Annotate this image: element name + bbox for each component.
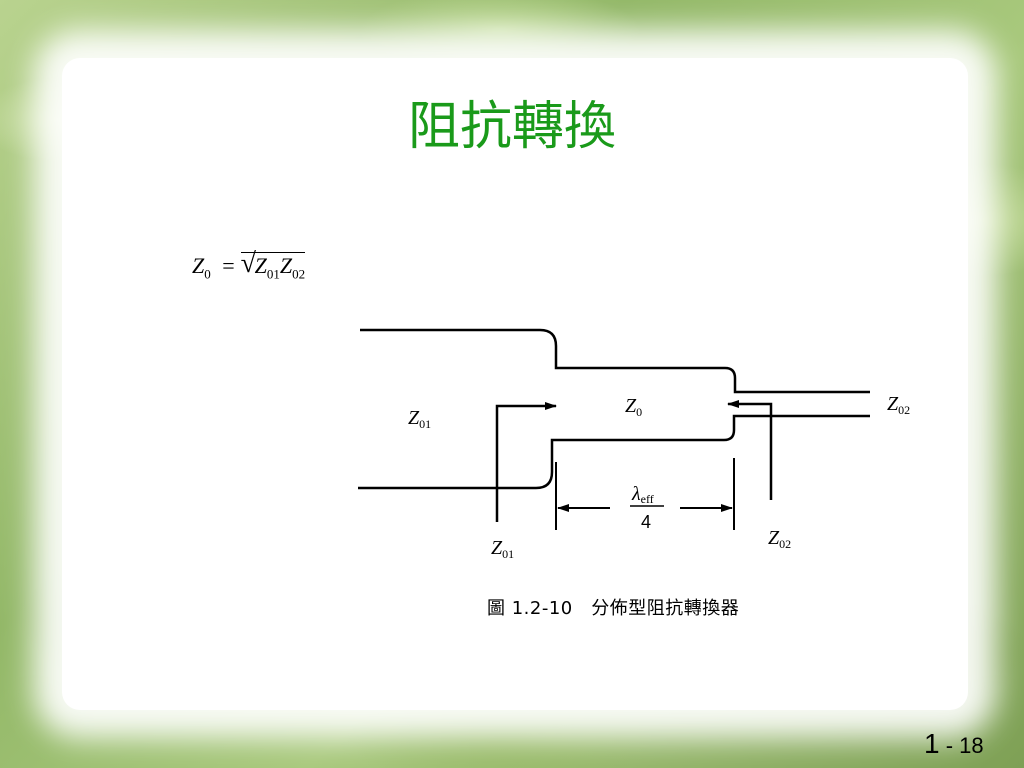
line-top-outline	[360, 328, 870, 394]
lambda-symbol: λ	[631, 483, 641, 505]
svg-text:Z02: Z02	[768, 527, 791, 551]
svg-text:Z0: Z0	[625, 395, 642, 419]
formula-rhs-a: Z	[254, 253, 267, 278]
arrow-left-input	[495, 402, 557, 522]
svg-text:Z01: Z01	[408, 407, 431, 431]
formula-lhs-sub: 0	[204, 266, 211, 282]
lambda-subscript: eff	[641, 492, 654, 506]
sqrt-sign: √Z01Z02	[240, 249, 306, 287]
formula-lhs: Z	[192, 253, 205, 278]
label-z02-right: Z	[887, 393, 899, 415]
line-bottom-outline	[358, 414, 870, 490]
formula-rhs-a-sub: 01	[266, 266, 280, 282]
label-z0-center-sub: 0	[636, 405, 642, 419]
label-z02-bottom-sub: 02	[779, 537, 791, 551]
svg-text:Z01: Z01	[491, 537, 514, 561]
lambda-denominator: 4	[641, 512, 651, 532]
svg-text:Z02: Z02	[887, 393, 910, 417]
figure-caption: 圖 1.2-10 分佈型阻抗轉換器	[487, 598, 740, 619]
formula-rhs-b-sub: 02	[292, 266, 306, 282]
arrow-right-input	[727, 400, 773, 500]
label-z01-left-sub: 01	[419, 417, 431, 431]
impedance-formula: Z0 =√Z01Z02	[192, 249, 306, 287]
content-panel	[62, 58, 968, 710]
label-z02-bottom: Z	[768, 527, 780, 549]
page-chapter: 1	[924, 728, 940, 759]
label-z01-bottom: Z	[491, 537, 503, 559]
page-number: 1 - 18	[924, 728, 984, 760]
formula-rhs-b: Z	[279, 253, 293, 278]
page-separator: -	[945, 733, 954, 758]
label-z02-right-sub: 02	[898, 403, 910, 417]
formula-equals: =	[222, 253, 235, 278]
page-index: 18	[959, 733, 984, 758]
svg-text:λeff: λeff	[631, 483, 654, 506]
label-z01-left: Z	[408, 407, 420, 429]
slide-title: 阻抗轉換	[407, 97, 616, 157]
label-z01-bottom-sub: 01	[502, 547, 514, 561]
label-z0-center: Z	[625, 395, 637, 417]
